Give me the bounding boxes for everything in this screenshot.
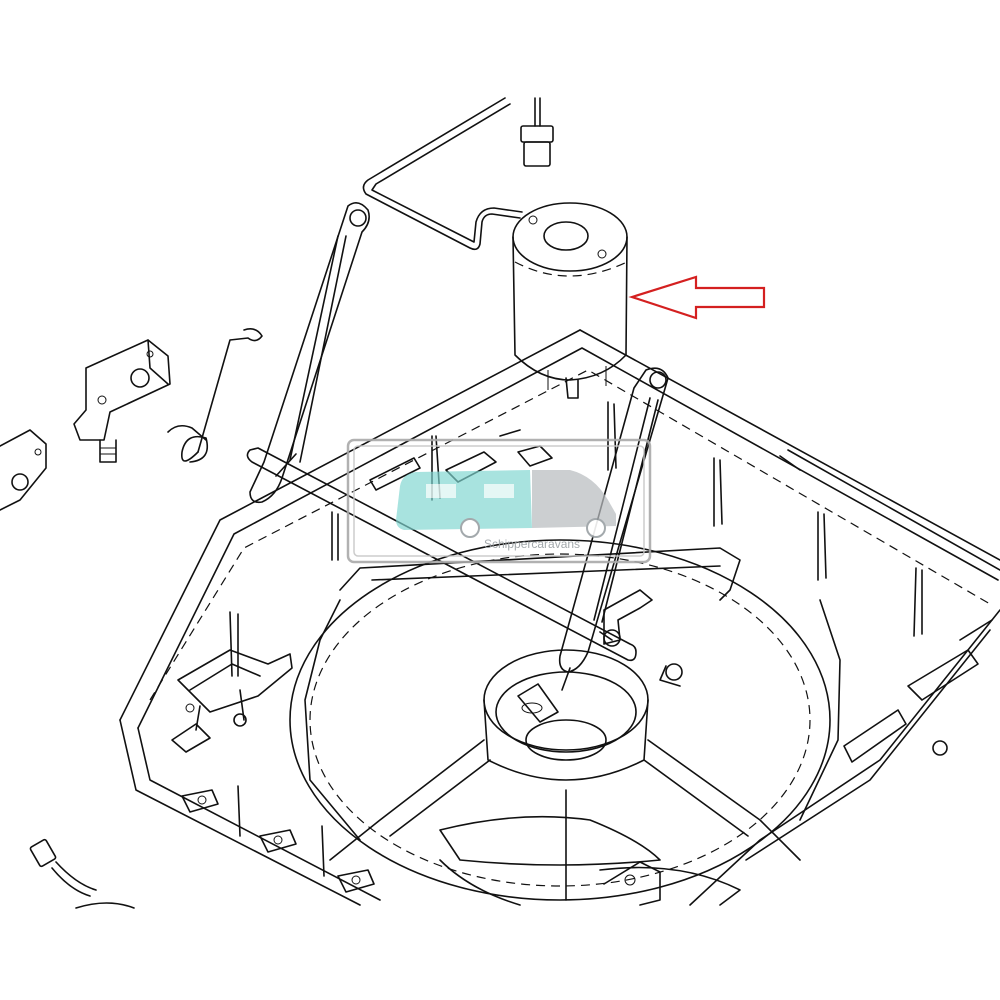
left-lever-arm	[249, 202, 370, 504]
fan-hub	[483, 649, 649, 781]
right-side-handle	[843, 619, 993, 763]
van-icon	[396, 470, 616, 538]
bottom-right-connector	[603, 861, 661, 906]
fan-housing	[289, 539, 841, 901]
fan-blades	[439, 815, 741, 906]
motor-cable	[362, 97, 554, 251]
crank-lever	[603, 589, 683, 687]
drive-shaft	[246, 447, 637, 662]
left-clip-assembly	[171, 649, 293, 753]
torsion-spring	[167, 328, 263, 463]
hinge-bracket-front	[73, 339, 171, 463]
housing-frame	[119, 329, 1000, 906]
motor	[512, 202, 628, 399]
latch-pads	[369, 429, 553, 491]
watermark: Schippercaravans	[346, 438, 652, 564]
callout-arrow	[628, 275, 766, 320]
hinge-bracket-partial	[0, 429, 47, 511]
plug-cable	[29, 838, 135, 909]
watermark-text: Schippercaravans	[484, 537, 580, 551]
screw-bosses	[181, 785, 375, 893]
hub-struts	[329, 739, 801, 901]
